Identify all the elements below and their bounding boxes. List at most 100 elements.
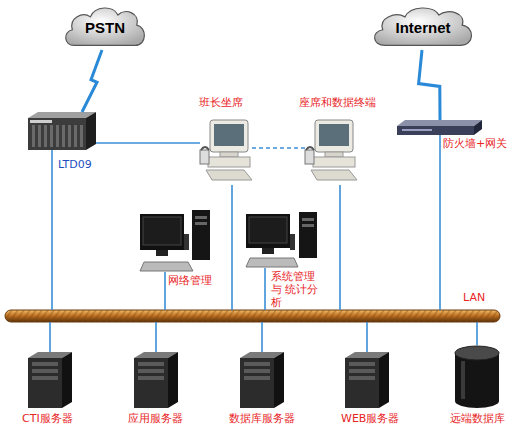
- monitor: [246, 214, 290, 248]
- workstation: 网络管理: [140, 210, 212, 272]
- phone: [200, 150, 209, 164]
- network-link: [51, 150, 53, 310]
- stand: [325, 152, 343, 157]
- ltd09-switch: [28, 112, 96, 150]
- device-label: WEB服务器: [341, 412, 399, 425]
- server-tower: [240, 352, 284, 408]
- drive-bay: [138, 369, 164, 373]
- cloud-label: PSTN: [62, 4, 148, 50]
- server-side: [168, 352, 178, 408]
- card: [38, 125, 41, 147]
- keyboard: [140, 262, 193, 271]
- network-link: [49, 322, 51, 352]
- network-link: [231, 185, 233, 310]
- network-link: [476, 322, 478, 345]
- network-link: [155, 322, 157, 352]
- switch-cards: [32, 125, 83, 147]
- network-link: [439, 135, 441, 310]
- desktop-unit: [208, 157, 250, 167]
- firewall-ports: [402, 129, 432, 131]
- server-tower: [345, 352, 389, 408]
- screen: [143, 217, 181, 245]
- network-link: [339, 185, 341, 310]
- device-label: 座席和数据终端: [299, 96, 376, 109]
- server: WEB服务器: [345, 352, 389, 408]
- card: [74, 125, 77, 147]
- server-front: [28, 358, 62, 408]
- card: [56, 125, 59, 147]
- firewall-gateway: 防火墙+网关: [397, 120, 482, 135]
- cylinder-highlight: [461, 361, 465, 399]
- device-label: 防火墙+网关: [443, 137, 507, 150]
- drive-bay: [32, 362, 58, 366]
- keyboard: [311, 170, 357, 180]
- network-link: [366, 322, 368, 352]
- screen: [249, 217, 287, 243]
- tower: [192, 210, 210, 260]
- drive-slot: [302, 218, 314, 221]
- handset: [201, 147, 209, 150]
- drive-bay: [349, 369, 375, 373]
- network-cloud: Internet: [370, 4, 476, 50]
- drive-bay: [32, 369, 58, 373]
- device-label: LAN: [463, 291, 485, 304]
- cylinder-top: [455, 346, 499, 360]
- server: CTI服务器: [28, 352, 72, 408]
- server-side: [62, 352, 72, 408]
- server-front: [240, 358, 274, 408]
- workstation: 座席和数据终端: [305, 120, 357, 185]
- lan-cable: [5, 310, 500, 322]
- monitor: [210, 120, 248, 152]
- workstation: 系统管理 与 统计分析: [246, 212, 320, 268]
- switch-strip: [30, 120, 52, 123]
- keyboard: [246, 258, 298, 267]
- firewall-side: [474, 120, 482, 135]
- database-cylinder: [455, 346, 499, 408]
- handset: [306, 147, 314, 150]
- server-side: [379, 352, 389, 408]
- server: 数据库服务器: [240, 352, 284, 408]
- card: [32, 125, 35, 147]
- switch-front: [28, 118, 86, 150]
- wireless-link: [82, 50, 102, 112]
- card: [68, 125, 71, 147]
- drive-bay: [138, 362, 164, 366]
- drive-slot: [195, 216, 207, 219]
- server-side: [274, 352, 284, 408]
- device-label: 远端数据库: [450, 412, 505, 425]
- tower: [299, 212, 317, 258]
- speaker: [184, 234, 189, 250]
- drive-bay: [244, 369, 270, 373]
- network-link: [264, 268, 266, 310]
- drive-slot: [302, 224, 314, 227]
- desktop-unit: [313, 157, 355, 167]
- device-label: 应用服务器: [128, 412, 183, 425]
- lan-bus: LAN: [5, 310, 500, 322]
- pc-workstation: [246, 212, 317, 267]
- monitor: [315, 120, 353, 152]
- wireless-link: [419, 50, 440, 120]
- firewall-top: [397, 120, 482, 126]
- drive-bay: [349, 362, 375, 366]
- network-link: [261, 322, 263, 352]
- screen: [214, 124, 244, 146]
- card: [44, 125, 47, 147]
- card: [62, 125, 65, 147]
- stand: [262, 248, 274, 254]
- device-label: LTD09: [58, 158, 92, 171]
- monitor: [140, 214, 184, 250]
- workstation: 班长坐席: [200, 120, 252, 185]
- drive-bay: [138, 376, 164, 380]
- device-label: 系统管理 与 统计分析: [271, 270, 321, 309]
- agent-workstation: [305, 120, 357, 180]
- card: [80, 125, 83, 147]
- firewall-device: [397, 120, 482, 135]
- device-label: 数据库服务器: [229, 412, 295, 425]
- switch-side: [86, 112, 96, 150]
- server-front: [134, 358, 168, 408]
- firewall-front: [397, 126, 474, 135]
- drive-bay: [244, 376, 270, 380]
